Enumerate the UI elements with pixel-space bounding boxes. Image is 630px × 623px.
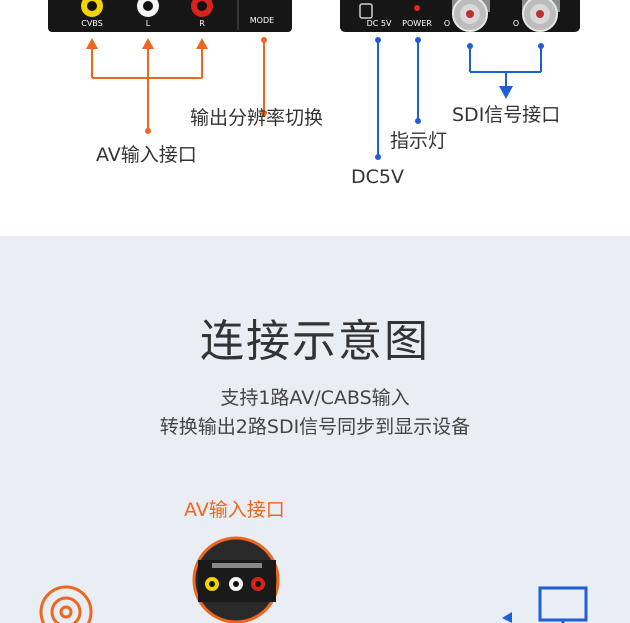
- arrow-to-monitor-icon: [502, 612, 512, 623]
- sdi-callout-lines: [377, 40, 542, 156]
- disc-icon: [39, 585, 93, 623]
- sdi-bnc-connector-2: [522, 0, 560, 32]
- description-line-1: 支持1路AV/CABS输入: [220, 387, 410, 409]
- connection-diagram-section: [0, 236, 630, 623]
- indicator-label: 指示灯: [390, 130, 448, 152]
- svg-text:O: O: [444, 19, 450, 28]
- r-label: R: [199, 19, 205, 28]
- device-illustrations: CVBS L R MODE DC 5V POWER O O: [48, 0, 580, 160]
- av-input-caption: AV输入接口: [184, 499, 285, 521]
- av-callout-lines: [91, 40, 265, 130]
- av-interface-label: AV输入接口: [96, 144, 197, 166]
- product-interface-section: [0, 0, 630, 236]
- description-line-2: 转换输出2路SDI信号同步到显示设备: [159, 416, 471, 438]
- cvbs-label: CVBS: [81, 19, 102, 28]
- svg-text:O: O: [513, 19, 519, 28]
- connection-diagram-title: 连接示意图: [200, 316, 430, 367]
- r-jack: [191, 0, 213, 17]
- mode-switch-label: 输出分辨率切换: [190, 107, 324, 129]
- monitor-icon: [538, 586, 588, 623]
- sdi-bnc-connector-1: [452, 0, 490, 32]
- cvbs-jack: [81, 0, 103, 17]
- connection-illustrations: [39, 536, 588, 623]
- dc5v-label: DC5V: [351, 166, 404, 188]
- l-label: L: [146, 19, 151, 28]
- dc5v-panel-label: DC 5V: [367, 19, 392, 28]
- l-jack: [137, 0, 159, 17]
- sdi-interface-label: SDI信号接口: [452, 104, 561, 126]
- mode-label: MODE: [250, 16, 274, 25]
- av-device-zoom: [192, 536, 280, 623]
- av-device-body: [48, 0, 292, 32]
- power-panel-label: POWER: [402, 19, 432, 28]
